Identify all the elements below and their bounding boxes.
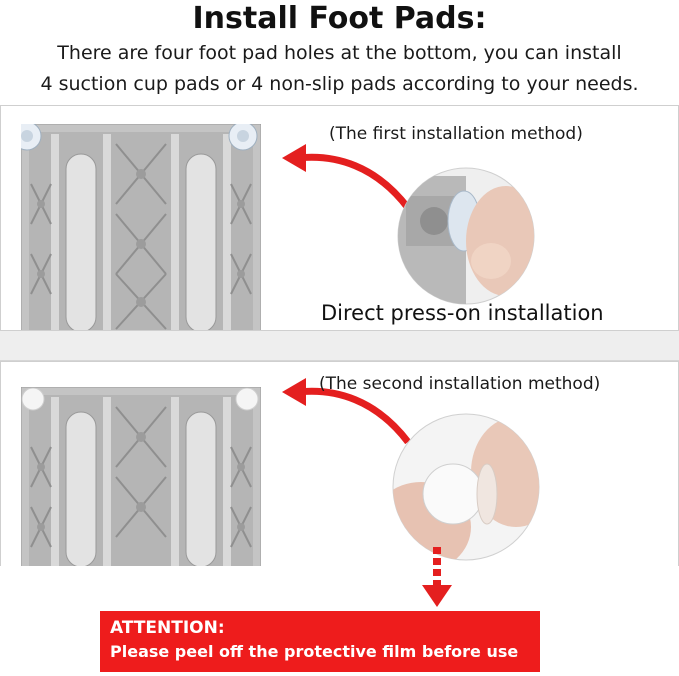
base-illustration-top [21,124,261,330]
section-divider [0,331,679,361]
attention-banner: ATTENTION: Please peel off the protectiv… [100,611,540,672]
method-1-caption: Direct press-on installation [321,301,604,325]
subtitle-line-1: There are four foot pad holes at the bot… [57,42,622,64]
suction-cup-detail [397,167,535,305]
page-title: Install Foot Pads: [192,1,487,36]
non-slip-pad-detail [392,413,540,561]
arrow-down-icon [422,547,452,607]
arrow-left-icon-2 [282,378,411,445]
method-2-panel: (The second installation method) [0,361,679,566]
method-2-label: (The second installation method) [319,374,601,394]
method-1-panel: (The first installation method) Direct p… [0,105,679,331]
subtitle-line-2: 4 suction cup pads or 4 non-slip pads ac… [40,73,639,95]
attention-text: Please peel off the protective film befo… [110,642,519,661]
attention-heading: ATTENTION: [110,618,225,638]
base-illustration-bottom [21,387,261,566]
method-1-label: (The first installation method) [329,124,583,144]
arrow-left-icon [282,144,411,211]
